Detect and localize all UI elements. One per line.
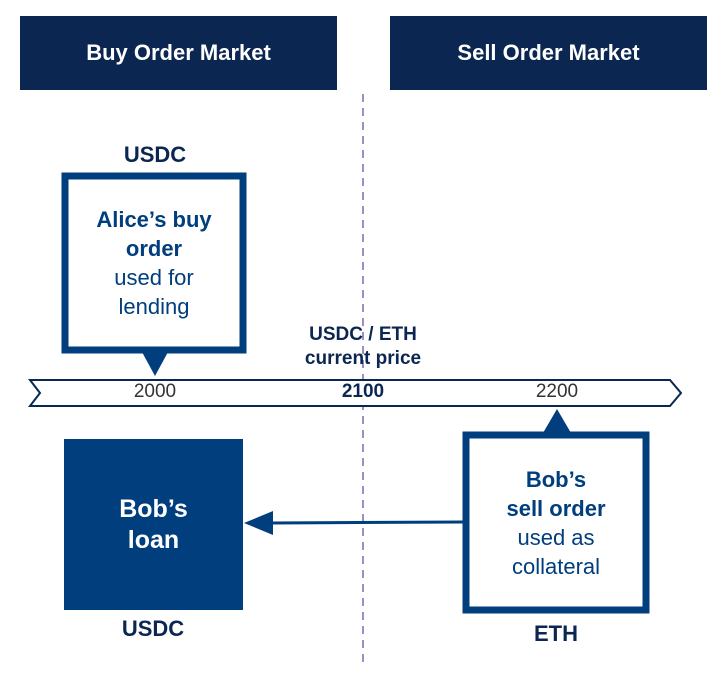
bob-callout-pointer [543,409,571,433]
price-axis-title-line-2: current price [304,348,422,369]
price-axis-title: USDC / ETH current price [273,323,453,371]
currency-eth-bottom: ETH [534,621,578,646]
alice-callout-text: Alice’s buy order used for lending [69,205,239,321]
price-tick-2100-current: 2100 [341,381,385,402]
alice-callout-bold-1: Alice’s buy [96,207,212,232]
collateral-arrow-head [244,511,273,535]
buy-order-market-header: Buy Order Market [20,16,337,90]
bobs-loan-line-2: loan [127,525,180,554]
bob-callout-bold-1: Bob’s [525,467,587,492]
currency-usdc-bottom: USDC [121,616,185,641]
bob-callout-box [462,431,650,614]
sell-order-market-header: Sell Order Market [390,16,707,90]
bobs-loan-box: Bob’s loan [64,439,243,610]
price-tick-2000: 2000 [133,381,177,402]
buy-order-market-label: Buy Order Market [86,40,271,65]
bobs-loan-line-1: Bob’s [119,494,188,523]
alice-callout-line-3: used for [114,265,194,290]
sell-order-market-label: Sell Order Market [457,40,640,65]
alice-callout-bold-2: order [125,236,183,261]
price-tick-2200: 2200 [535,381,579,402]
alice-callout-line-4: lending [118,294,190,319]
bob-callout-line-4: collateral [511,554,601,579]
price-axis-title-line-1: USDC / ETH [309,324,417,345]
alice-callout-pointer [142,352,168,376]
alice-callout-box [61,172,247,354]
price-axis-arrow [27,379,683,407]
bob-callout-line-3: used as [517,525,595,550]
collateral-arrow-line [271,520,464,525]
currency-usdc-top: USDC [123,142,187,167]
bob-callout-bold-2: sell order [506,496,606,521]
bob-callout-text: Bob’s sell order used as collateral [470,465,642,581]
